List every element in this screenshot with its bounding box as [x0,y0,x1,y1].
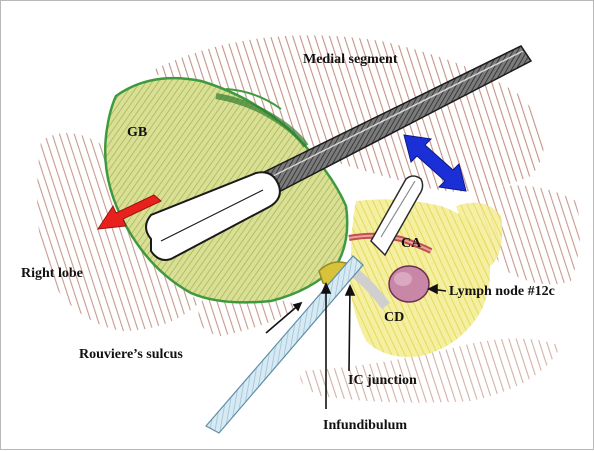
label-ic-junction: IC junction [348,373,417,388]
label-infundibulum: Infundibulum [323,418,407,433]
label-ca: CA [401,236,422,251]
label-gb: GB [127,125,147,140]
lymph-node-highlight [394,272,412,286]
label-right-lobe: Right lobe [21,266,83,281]
label-rouviere-sulcus: Rouviere’s sulcus [79,347,183,362]
label-medial-segment: Medial segment [303,52,398,67]
label-cd: CD [384,310,404,325]
label-lymph-node: Lymph node #12c [449,284,555,299]
